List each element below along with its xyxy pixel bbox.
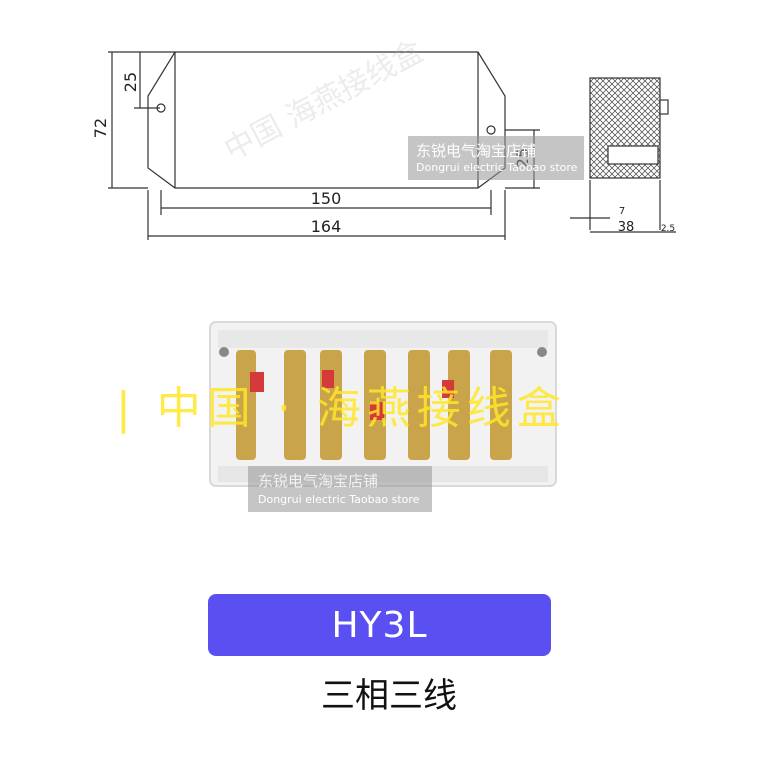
- watermark-top-en: Dongrui electric Taobao store: [416, 161, 578, 174]
- dim-7: 7: [619, 206, 625, 217]
- dim-38: 38: [618, 220, 635, 235]
- dim-25-left: 25: [121, 72, 140, 92]
- model-name: HY3L: [331, 604, 428, 646]
- dim-2-5: 2.5: [661, 224, 675, 234]
- watermark-middle-cn: 东锐电气淘宝店铺: [258, 472, 379, 490]
- product-description: 三相三线: [321, 676, 457, 716]
- watermark-top: 东锐电气淘宝店铺 Dongrui electric Taobao store: [408, 136, 584, 180]
- side-dimension-labels: 7 38 2.5: [618, 206, 675, 235]
- dim-164: 164: [311, 217, 342, 236]
- dim-72: 72: [91, 118, 110, 138]
- watermark-middle: 东锐电气淘宝店铺 Dongrui electric Taobao store: [248, 466, 432, 512]
- watermark-top-cn: 东锐电气淘宝店铺: [416, 142, 537, 160]
- side-view: [570, 77, 676, 233]
- dim-150: 150: [311, 189, 342, 208]
- watermark-middle-en: Dongrui electric Taobao store: [258, 493, 420, 506]
- product-photo: [209, 321, 557, 487]
- model-badge: HY3L: [208, 594, 551, 656]
- product-watermark: | 中国 · 海燕接线盒: [116, 383, 567, 434]
